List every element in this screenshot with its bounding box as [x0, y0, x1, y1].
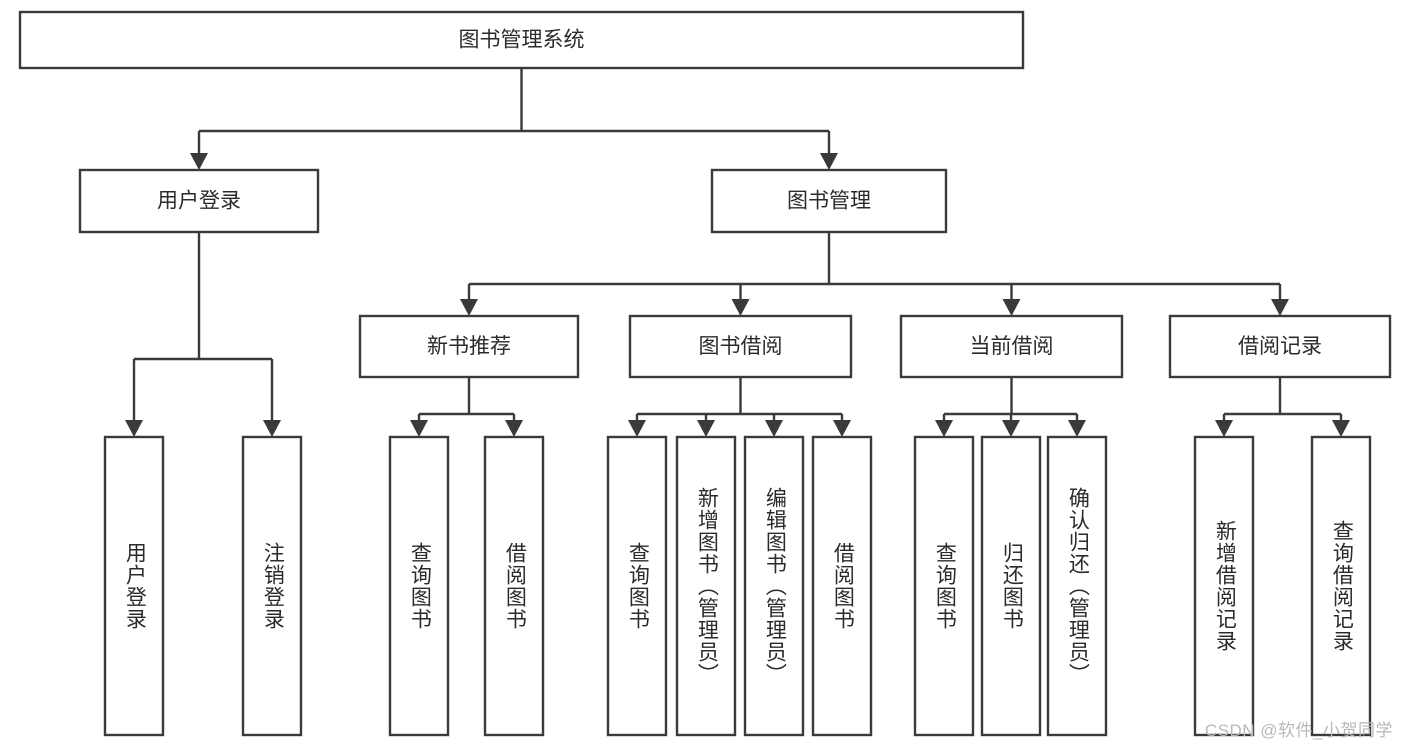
node-leaf-query-record[interactable]: 查询借阅记录: [1310, 435, 1372, 737]
edge-arrow-book-borrow-leaf-edit-book: [765, 420, 783, 437]
node-box-root: [18, 10, 1025, 70]
node-borrow-record[interactable]: 借阅记录: [1168, 314, 1392, 379]
node-box-leaf-confirm-return: [1046, 435, 1108, 737]
node-label-root: 图书管理系统: [459, 29, 585, 52]
node-leaf-edit-book[interactable]: 编辑图书（管理员）: [743, 435, 805, 737]
edge-arrow-user-login-leaf-user-login: [125, 420, 143, 437]
edge-arrow-book-borrow-leaf-borrow-book-2: [833, 420, 851, 437]
node-leaf-return-book[interactable]: 归还图书: [980, 435, 1042, 737]
node-label-leaf-borrow-book-2: 借阅图书: [831, 542, 855, 630]
node-box-leaf-edit-book: [743, 435, 805, 737]
node-box-leaf-borrow-book-2: [811, 435, 873, 737]
node-label-leaf-add-record: 新增借阅记录: [1213, 520, 1237, 652]
node-label-leaf-return-book: 归还图书: [1000, 542, 1024, 630]
node-label-new-book-rec: 新书推荐: [427, 335, 511, 358]
edge-arrow-current-borrow-leaf-return-book: [1002, 420, 1020, 437]
edge-arrow-book-manage-current-borrow: [1002, 299, 1021, 316]
node-current-borrow[interactable]: 当前借阅: [899, 314, 1124, 379]
node-leaf-add-record[interactable]: 新增借阅记录: [1193, 435, 1255, 737]
node-label-holder-leaf-query-record: 查询借阅记录: [1330, 520, 1354, 652]
node-label-holder-leaf-add-book: 新增图书（管理员）: [695, 487, 719, 685]
node-box-book-manage: [710, 168, 948, 234]
node-leaf-user-login[interactable]: 用户登录: [103, 435, 165, 737]
edge-arrow-current-borrow-leaf-query-book-3: [935, 420, 953, 437]
node-label-current-borrow: 当前借阅: [970, 335, 1054, 358]
node-label-holder-leaf-borrow-book-1: 借阅图书: [503, 542, 527, 630]
node-label-holder-leaf-add-record: 新增借阅记录: [1213, 520, 1237, 652]
node-leaf-borrow-book-1[interactable]: 借阅图书: [483, 435, 545, 737]
node-label-leaf-query-book-1: 查询图书: [408, 542, 432, 630]
node-label-leaf-user-login: 用户登录: [123, 542, 147, 630]
node-box-leaf-add-record: [1193, 435, 1255, 737]
node-box-current-borrow: [899, 314, 1124, 379]
node-box-leaf-logout: [241, 435, 303, 737]
edges-layer: [125, 68, 1350, 437]
edge-arrow-root-user-login: [190, 153, 208, 170]
edge-arrow-current-borrow-leaf-confirm-return: [1068, 420, 1086, 437]
nodes-layer: 图书管理系统用户登录图书管理新书推荐图书借阅当前借阅借阅记录用户登录注销登录查询…: [18, 10, 1392, 737]
node-label-leaf-query-book-2: 查询图书: [626, 542, 650, 630]
node-label-holder-leaf-query-book-2: 查询图书: [626, 542, 650, 630]
node-label-holder-leaf-logout: 注销登录: [261, 542, 285, 630]
node-box-leaf-query-book-2: [606, 435, 668, 737]
node-label-holder-leaf-query-book-1: 查询图书: [408, 542, 432, 630]
node-label-leaf-edit-book: 编辑图书（管理员）: [763, 487, 787, 685]
node-label-leaf-query-book-3: 查询图书: [933, 542, 957, 630]
node-book-borrow[interactable]: 图书借阅: [628, 314, 853, 379]
node-label-holder-leaf-edit-book: 编辑图书（管理员）: [763, 487, 787, 685]
node-leaf-borrow-book-2[interactable]: 借阅图书: [811, 435, 873, 737]
node-label-leaf-query-record: 查询借阅记录: [1330, 520, 1354, 652]
node-leaf-query-book-3[interactable]: 查询图书: [913, 435, 975, 737]
edge-arrow-new-book-rec-leaf-borrow-book-1: [505, 420, 523, 437]
node-box-leaf-return-book: [980, 435, 1042, 737]
edge-arrow-book-borrow-leaf-add-book: [697, 420, 715, 437]
node-leaf-add-book[interactable]: 新增图书（管理员）: [675, 435, 737, 737]
node-box-leaf-query-book-3: [913, 435, 975, 737]
node-label-holder-leaf-query-book-3: 查询图书: [933, 542, 957, 630]
edge-arrow-book-manage-borrow-record: [1271, 299, 1289, 316]
node-label-holder-leaf-return-book: 归还图书: [1000, 542, 1024, 630]
node-label-borrow-record: 借阅记录: [1238, 335, 1322, 358]
node-new-book-rec[interactable]: 新书推荐: [358, 314, 580, 379]
edge-arrow-borrow-record-leaf-add-record: [1215, 420, 1233, 437]
edge-arrow-borrow-record-leaf-query-record: [1332, 420, 1350, 437]
node-label-leaf-logout: 注销登录: [261, 542, 285, 630]
node-box-book-borrow: [628, 314, 853, 379]
node-leaf-query-book-2[interactable]: 查询图书: [606, 435, 668, 737]
node-box-leaf-query-book-1: [388, 435, 450, 737]
node-leaf-logout[interactable]: 注销登录: [241, 435, 303, 737]
node-label-book-manage: 图书管理: [787, 190, 871, 213]
node-book-manage[interactable]: 图书管理: [710, 168, 948, 234]
node-box-borrow-record: [1168, 314, 1392, 379]
node-label-leaf-add-book: 新增图书（管理员）: [695, 487, 719, 685]
node-box-new-book-rec: [358, 314, 580, 379]
node-leaf-query-book-1[interactable]: 查询图书: [388, 435, 450, 737]
node-box-leaf-query-record: [1310, 435, 1372, 737]
node-label-user-login: 用户登录: [157, 190, 241, 213]
node-label-holder-leaf-confirm-return: 确认归还（管理员）: [1066, 487, 1090, 685]
edge-arrow-root-book-manage: [820, 153, 838, 170]
node-box-user-login: [78, 168, 320, 234]
node-label-book-borrow: 图书借阅: [699, 335, 783, 358]
node-label-leaf-confirm-return: 确认归还（管理员）: [1066, 487, 1090, 685]
node-label-leaf-borrow-book-1: 借阅图书: [503, 542, 527, 630]
edge-arrow-book-manage-book-borrow: [731, 299, 750, 316]
edge-arrow-book-borrow-leaf-query-book-2: [628, 420, 646, 437]
edge-arrow-new-book-rec-leaf-query-book-1: [410, 420, 428, 437]
edge-arrow-user-login-leaf-logout: [263, 420, 281, 437]
node-box-leaf-add-book: [675, 435, 737, 737]
node-box-leaf-user-login: [103, 435, 165, 737]
node-user-login[interactable]: 用户登录: [78, 168, 320, 234]
node-leaf-confirm-return[interactable]: 确认归还（管理员）: [1046, 435, 1108, 737]
node-root[interactable]: 图书管理系统: [18, 10, 1025, 70]
node-label-holder-leaf-user-login: 用户登录: [123, 542, 147, 630]
node-box-leaf-borrow-book-1: [483, 435, 545, 737]
node-label-holder-leaf-borrow-book-2: 借阅图书: [831, 542, 855, 630]
edge-arrow-book-manage-new-book-rec: [460, 299, 478, 316]
